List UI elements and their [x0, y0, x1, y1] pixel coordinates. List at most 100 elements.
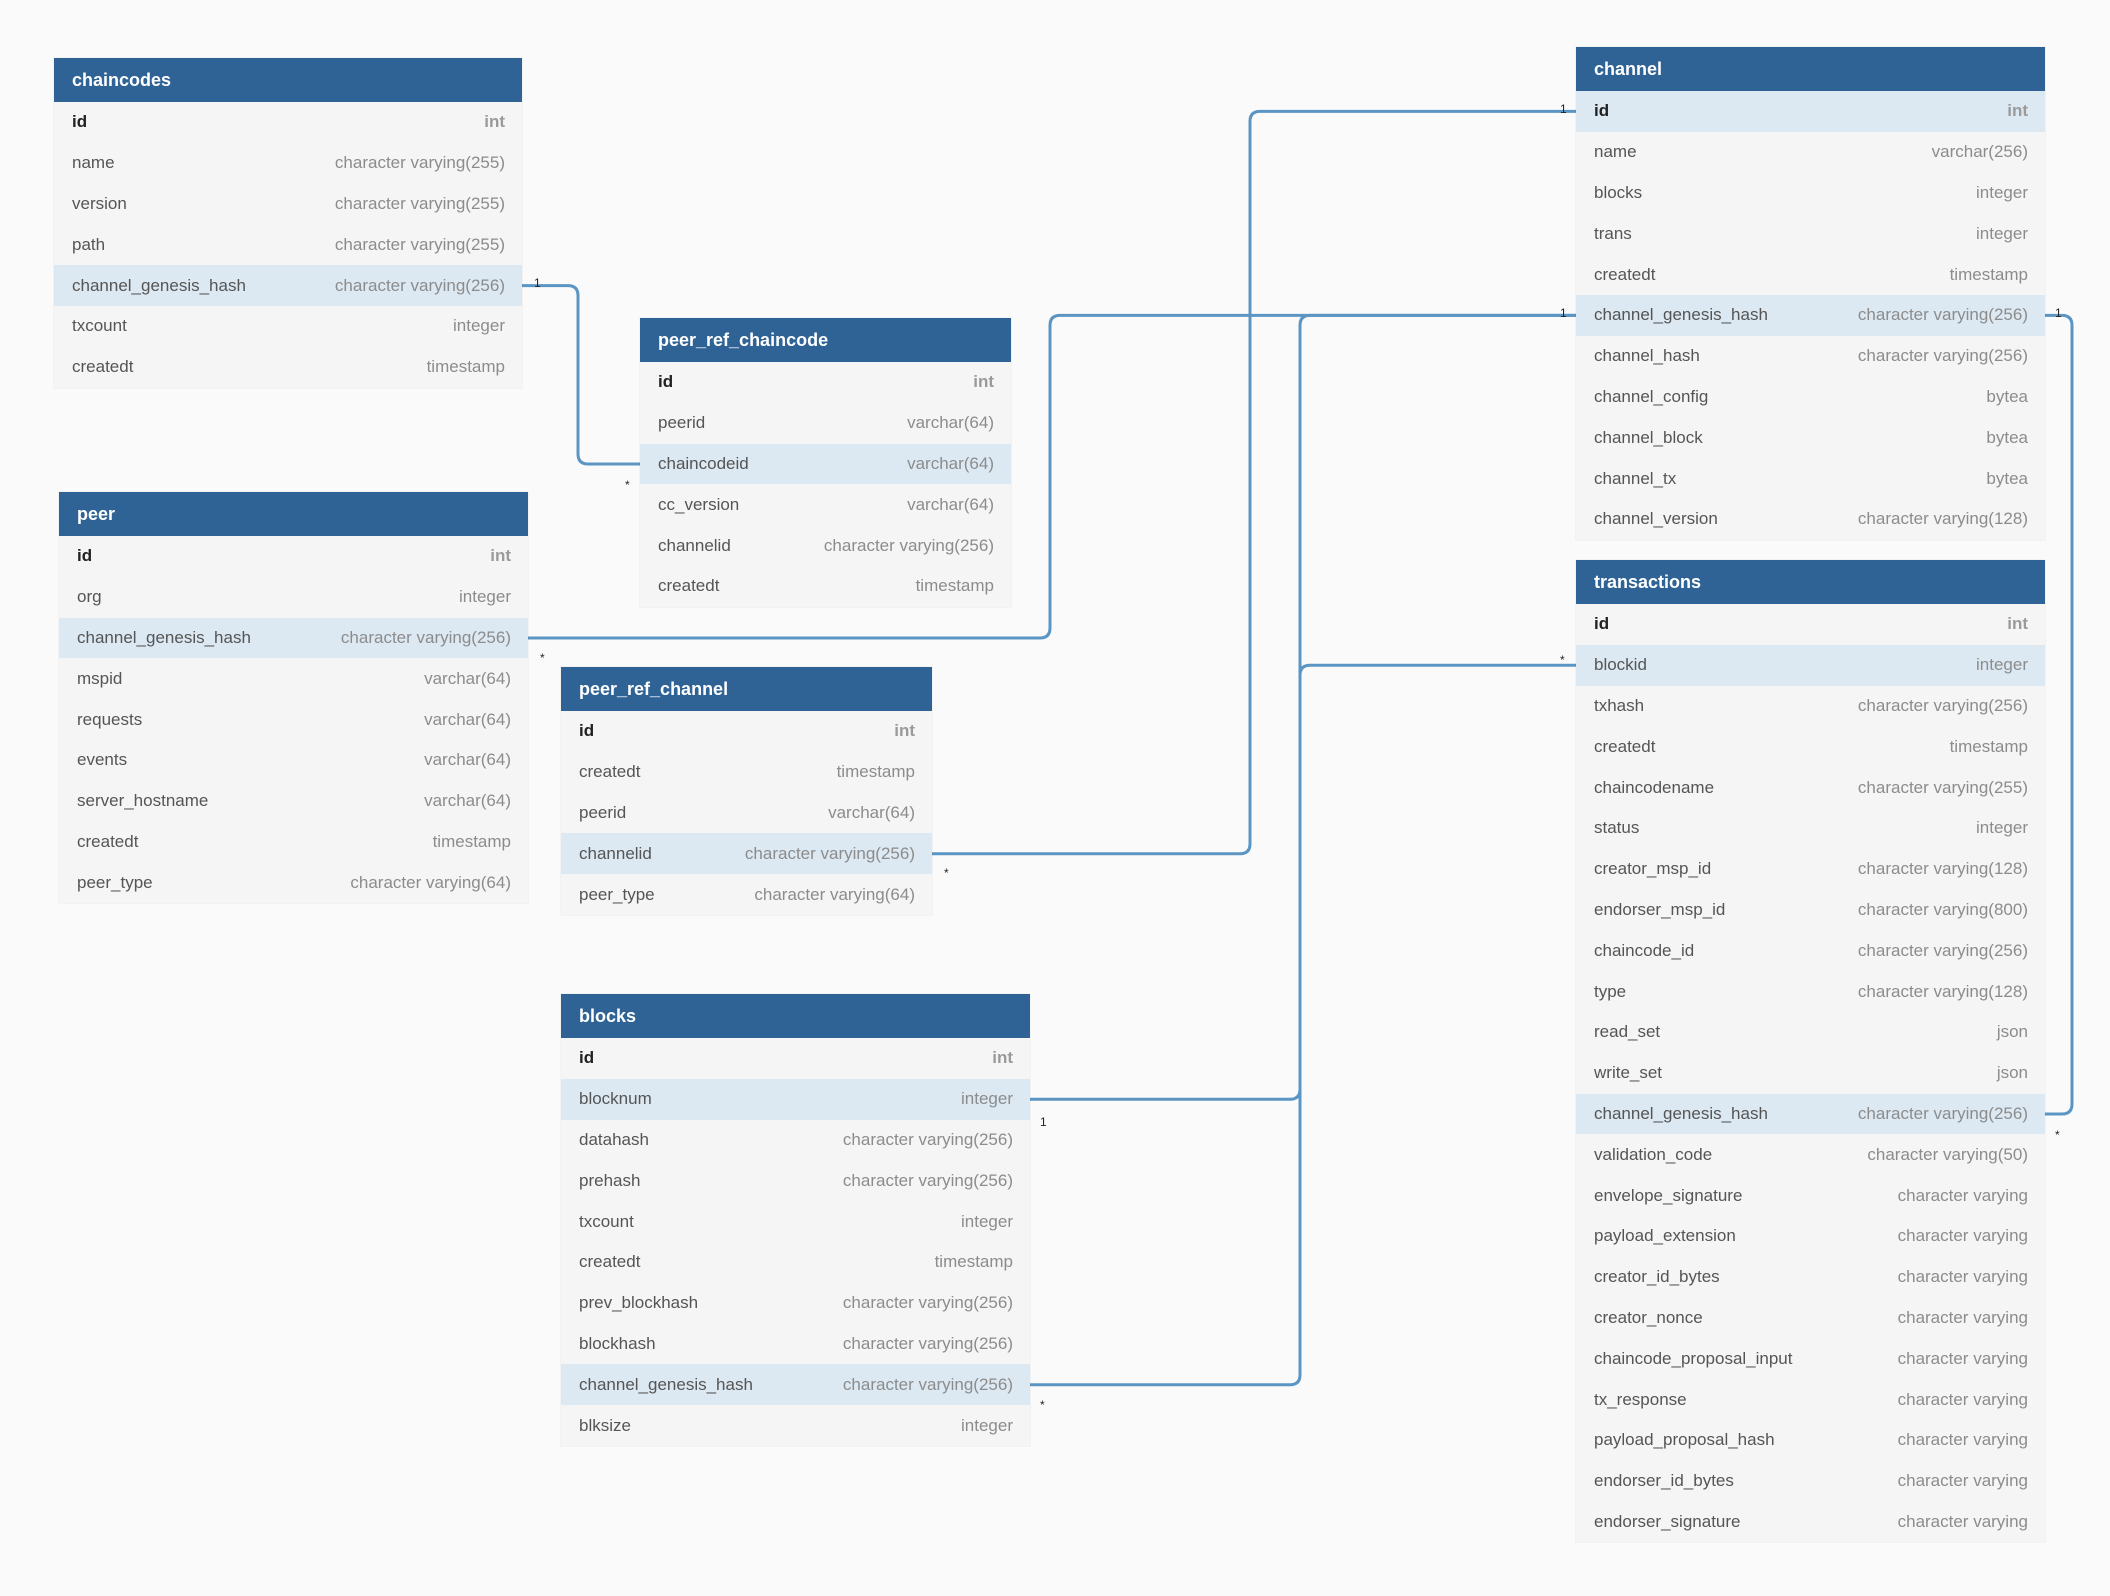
relationship-line[interactable] [1030, 313, 1576, 1387]
field-name: prev_blockhash [579, 1293, 699, 1313]
field-name: trans [1594, 223, 1632, 243]
table-header[interactable]: channel [1576, 47, 2045, 91]
table-header[interactable]: peer_ref_chaincode [640, 318, 1011, 362]
field-type: character varying [1897, 1267, 2028, 1287]
relationship-line[interactable] [1030, 663, 1576, 1101]
field-type: character varying [1897, 1307, 2028, 1327]
table-header[interactable]: peer [59, 492, 528, 536]
relationship-line[interactable] [2045, 313, 2074, 1116]
field-name: cc_version [658, 494, 740, 514]
table-header[interactable]: transactions [1576, 560, 2045, 604]
field-type: timestamp [915, 576, 994, 596]
field-type: timestamp [836, 762, 915, 782]
relationship-line[interactable] [932, 109, 1576, 856]
field-name: chaincodeid [658, 453, 749, 473]
table-header[interactable]: peer_ref_channel [561, 667, 932, 711]
table-header[interactable]: chaincodes [54, 58, 522, 102]
table-header[interactable]: blocks [561, 994, 1030, 1038]
relationship-line[interactable] [522, 284, 640, 466]
field-name: envelope_signature [1594, 1185, 1743, 1205]
field-name: read_set [1594, 1022, 1661, 1042]
